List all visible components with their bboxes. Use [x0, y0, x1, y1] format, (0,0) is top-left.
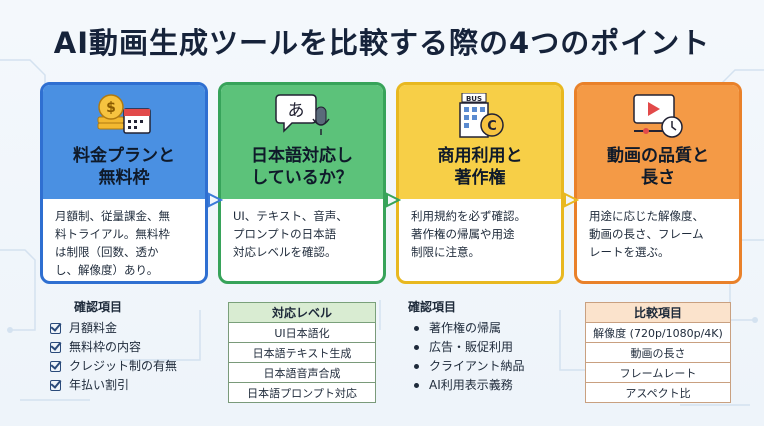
- list-item: 著作権の帰属: [408, 319, 525, 338]
- list-item: AI利用表示義務: [408, 376, 525, 395]
- bullet-icon: [414, 383, 419, 388]
- card-body-line: し、解像度）あり。: [55, 263, 159, 277]
- list-item: クレジット制の有無: [50, 357, 177, 376]
- checkbox-icon: [50, 323, 61, 334]
- support-level-table: 対応レベル UI日本語化 日本語テキスト生成 日本語音声合成 日本語プロンプト対…: [228, 302, 376, 403]
- card-label-line: 著作権: [454, 168, 506, 188]
- table-cell: 動画の長さ: [585, 342, 731, 363]
- bus-copyright-icon: BUS C: [399, 93, 561, 139]
- list-item-label: AI利用表示義務: [429, 378, 513, 392]
- checkbox-icon: [50, 380, 61, 391]
- table-cell: 日本語テキスト生成: [228, 342, 376, 363]
- list-item: 無料枠の内容: [50, 338, 177, 357]
- list-item-label: クライアント納品: [429, 359, 525, 373]
- card-label-line: 日本語対応し: [251, 146, 353, 166]
- list-item: 広告・販促利用: [408, 338, 525, 357]
- section-heading: 確認項目: [74, 300, 123, 314]
- checklist-commercial: 確認項目 著作権の帰属 広告・販促利用 クライアント納品 AI利用表示義務: [408, 298, 525, 395]
- bullet-icon: [414, 364, 419, 369]
- svg-text:$: $: [106, 100, 116, 116]
- table-header: 比較項目: [585, 302, 731, 323]
- card-body-line: レートを選ぶ。: [589, 245, 670, 259]
- list-item: クライアント納品: [408, 357, 525, 376]
- bullet-icon: [414, 326, 419, 331]
- table-cell: 解像度 (720p/1080p/4K): [585, 322, 731, 343]
- list-item: 年払い割引: [50, 376, 177, 395]
- card-label-line: しているか？: [251, 168, 353, 188]
- card-body-line: 用途に応じた解像度、: [589, 209, 704, 223]
- card-label-line: 長さ: [641, 168, 675, 188]
- card-video-quality: 動画の品質と長さ 用途に応じた解像度、 動画の長さ、フレーム レートを選ぶ。: [574, 82, 742, 284]
- card-body-line: 制限に注意。: [411, 245, 480, 259]
- card-label-line: 無料枠: [98, 168, 150, 188]
- card-body-line: 動画の長さ、フレーム: [589, 227, 704, 241]
- comparison-table: 比較項目 解像度 (720p/1080p/4K) 動画の長さ フレームレート ア…: [585, 302, 731, 403]
- list-item-label: 年払い割引: [69, 378, 130, 392]
- arrow-right-icon: [208, 192, 223, 208]
- table-cell: UI日本語化: [228, 322, 376, 343]
- card-body-line: プロンプトの日本語: [233, 227, 337, 241]
- list-item-label: 広告・販促利用: [429, 340, 514, 354]
- checkbox-icon: [50, 361, 61, 372]
- list-item-label: 著作権の帰属: [429, 321, 502, 335]
- checklist-pricing: 確認項目 月額料金 無料枠の内容 クレジット制の有無 年払い割引: [50, 298, 177, 395]
- card-pricing: $ 料金プランと無料枠 月額制、従量課金、無 料トライアル。無料枠 は制限（回数…: [40, 82, 208, 284]
- list-item-label: クレジット制の有無: [69, 359, 178, 373]
- card-body-line: は制限（回数、透か: [55, 245, 159, 259]
- checkbox-icon: [50, 342, 61, 353]
- card-japanese-support: あ 日本語対応ししているか？ UI、テキスト、音声、 プロンプトの日本語 対応レ…: [218, 82, 386, 284]
- arrow-right-icon: [564, 192, 579, 208]
- table-cell: 日本語音声合成: [228, 362, 376, 383]
- coin-calendar-icon: $: [43, 93, 205, 139]
- list-item-label: 無料枠の内容: [69, 340, 142, 354]
- bullet-icon: [414, 345, 419, 350]
- card-label-line: 商用利用と: [437, 146, 523, 166]
- table-cell: アスペクト比: [585, 382, 731, 403]
- card-body-line: 著作権の帰属や用途: [411, 227, 515, 241]
- card-body-line: 対応レベルを確認。: [233, 245, 337, 259]
- table-cell: 日本語プロンプト対応: [228, 382, 376, 403]
- list-item: 月額料金: [50, 319, 177, 338]
- section-heading: 確認項目: [408, 300, 457, 314]
- list-item-label: 月額料金: [69, 321, 118, 335]
- card-commercial-use: BUS C 商用利用と著作権 利用規約を必ず確認。 著作権の帰属や用途 制限に注…: [396, 82, 564, 284]
- table-header: 対応レベル: [228, 302, 376, 323]
- svg-text:C: C: [487, 119, 497, 134]
- speech-mic-icon: あ: [221, 93, 383, 139]
- arrow-right-icon: [386, 192, 401, 208]
- card-body-line: 利用規約を必ず確認。: [411, 209, 526, 223]
- card-body-line: UI、テキスト、音声、: [233, 209, 348, 223]
- icon-glyph: BUS: [466, 95, 482, 103]
- card-label-line: 動画の品質と: [607, 146, 709, 166]
- video-clock-icon: [577, 93, 739, 139]
- card-label-line: 料金プランと: [73, 146, 175, 166]
- page-title: AI動画生成ツールを比較する際の4つのポイント: [53, 26, 711, 60]
- icon-glyph: あ: [288, 101, 305, 121]
- card-body-line: 月額制、従量課金、無: [55, 209, 170, 223]
- card-body-line: 料トライアル。無料枠: [55, 227, 170, 241]
- table-cell: フレームレート: [585, 362, 731, 383]
